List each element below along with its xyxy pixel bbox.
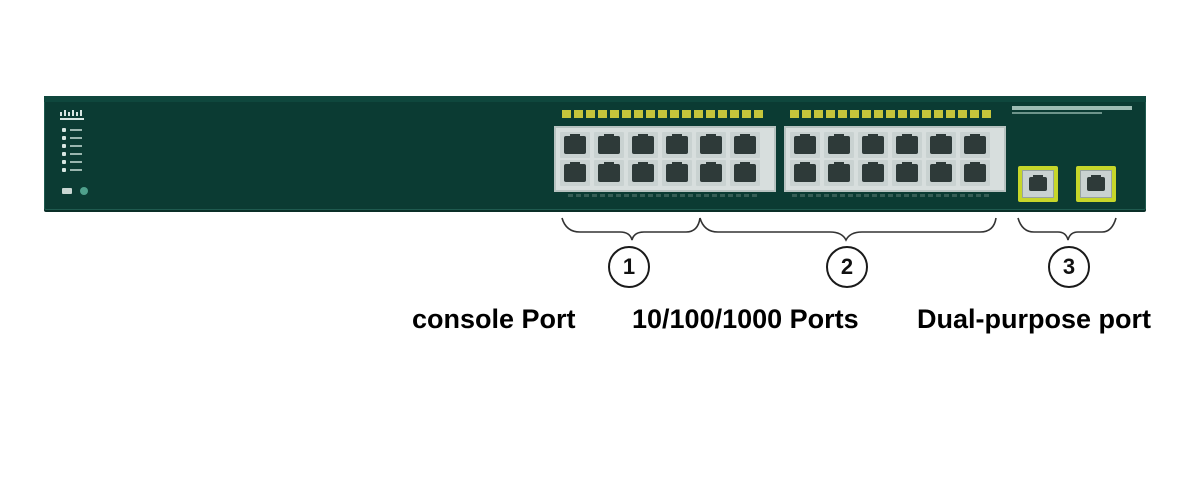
dual-purpose-port-2[interactable] [1076,166,1116,202]
model-label-plate [1012,106,1132,110]
callout-number-1: 1 [608,246,650,288]
ethernet-port[interactable] [858,132,888,158]
brace-1 [561,217,701,241]
port-speed-leds-right [792,194,989,198]
brace-3 [1017,217,1117,241]
ethernet-port[interactable] [824,132,854,158]
ethernet-port[interactable] [594,160,624,186]
ethernet-port[interactable] [628,132,658,158]
ethernet-port[interactable] [926,132,956,158]
ethernet-port[interactable] [696,160,726,186]
ethernet-port[interactable] [560,160,590,186]
ethernet-port[interactable] [858,160,888,186]
ethernet-port[interactable] [960,160,990,186]
label-dual-purpose-port: Dual-purpose port [917,304,1151,334]
callout-number-2: 2 [826,246,868,288]
port-group-left [554,126,776,192]
mode-indicator-icon [80,187,88,195]
ethernet-port[interactable] [696,132,726,158]
port-group-right [784,126,1006,192]
mode-button[interactable] [62,188,72,194]
ethernet-port[interactable] [730,132,760,158]
status-led [62,168,66,172]
callout-number-3: 3 [1048,246,1090,288]
status-led [62,160,66,164]
chassis-top-edge [44,96,1146,102]
port-led-strip-left [562,110,763,118]
dual-purpose-port-1[interactable] [1018,166,1058,202]
label-10-100-1000-ports: 10/100/1000 Ports [632,304,859,334]
status-led [62,144,66,148]
status-led [62,136,66,140]
ethernet-port[interactable] [892,160,922,186]
brace-2 [699,217,997,242]
ethernet-port[interactable] [960,132,990,158]
ethernet-port[interactable] [594,132,624,158]
switch-chassis [44,96,1146,210]
ethernet-port[interactable] [926,160,956,186]
status-led [62,152,66,156]
ethernet-port[interactable] [824,160,854,186]
cisco-logo-icon [60,110,84,120]
status-led [62,128,66,132]
ethernet-port[interactable] [560,132,590,158]
ethernet-port[interactable] [628,160,658,186]
ethernet-port[interactable] [790,160,820,186]
label-console-port: console Port [412,304,576,334]
status-led-panel [62,126,92,174]
ethernet-port[interactable] [662,132,692,158]
ethernet-port[interactable] [790,132,820,158]
port-led-strip-right [790,110,991,118]
ethernet-port[interactable] [662,160,692,186]
model-label-plate-secondary [1012,112,1102,114]
port-speed-leds-left [568,194,757,198]
ethernet-port[interactable] [892,132,922,158]
ethernet-port[interactable] [730,160,760,186]
